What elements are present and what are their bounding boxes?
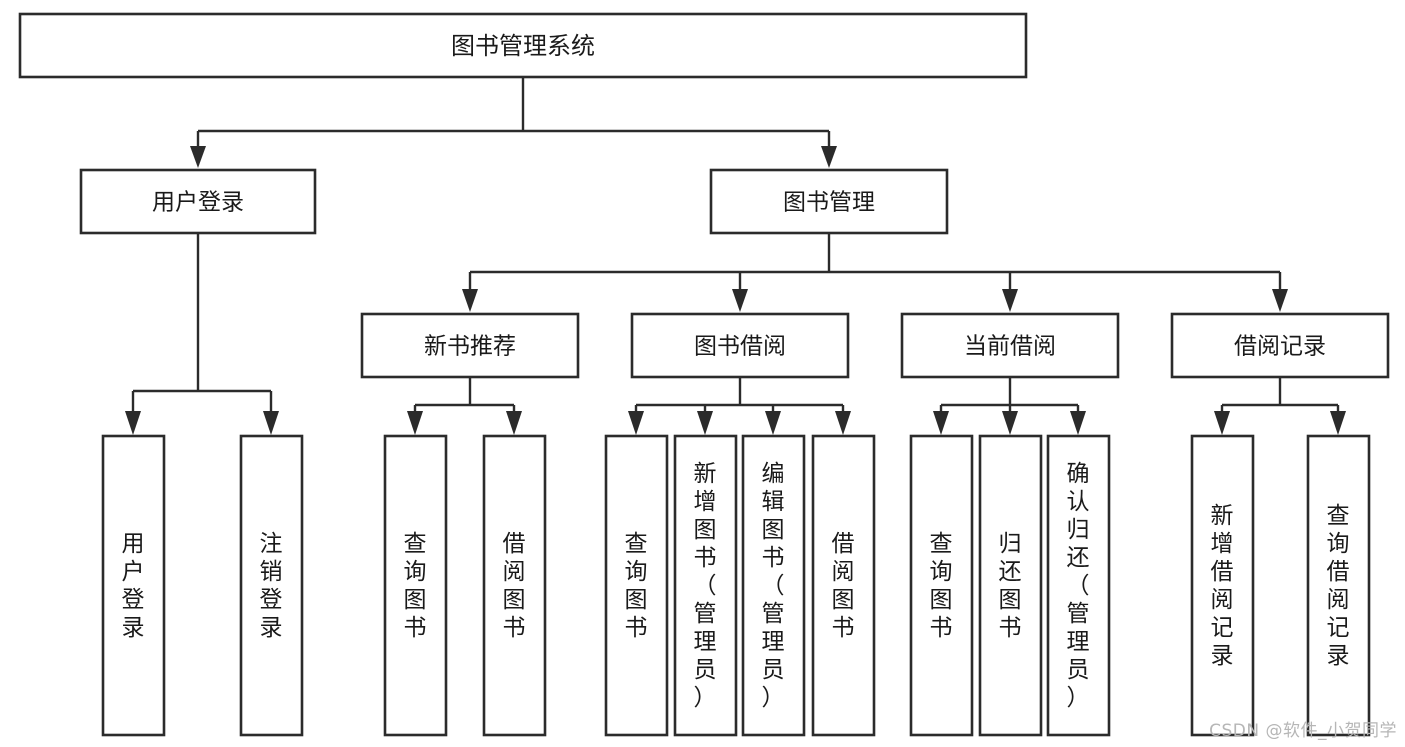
leaf-label: 查询借阅记录 <box>1327 503 1350 669</box>
arrow-head-level3-3 <box>1002 289 1018 312</box>
leaf-current-borrow-2[interactable]: 归还图书 <box>978 434 1043 737</box>
node-book-borrow-label: 图书借阅 <box>694 334 786 360</box>
csdn-watermark: CSDN @软件_小贺同学 <box>1209 721 1397 741</box>
node-root[interactable]: 图书管理系统 <box>18 12 1028 79</box>
leaf-book-borrow-4[interactable]: 借阅图书 <box>811 434 876 737</box>
node-user-login-box[interactable] <box>79 168 317 235</box>
leaf-label: 归还图书 <box>999 531 1022 641</box>
leaf-box[interactable] <box>811 434 876 737</box>
node-current-borrow[interactable]: 当前借阅 <box>900 312 1120 379</box>
leaf-borrow-record-1[interactable]: 新增借阅记录 <box>1190 434 1255 737</box>
leaf-box[interactable] <box>482 434 547 737</box>
leaf-new-book-recommend-2[interactable]: 借阅图书 <box>482 434 547 737</box>
leaf-box[interactable] <box>1046 434 1111 737</box>
leaf-book-borrow-3[interactable]: 编辑图书（管理员） <box>741 434 806 737</box>
node-book-management-label: 图书管理 <box>783 190 875 216</box>
leaf-box[interactable] <box>673 434 738 737</box>
node-book-management-box[interactable] <box>709 168 949 235</box>
leaf-label: 查询图书 <box>625 531 648 641</box>
leaf-box[interactable] <box>741 434 806 737</box>
connector-layer <box>125 78 1346 435</box>
leaf-box[interactable] <box>383 434 448 737</box>
node-current-borrow-box[interactable] <box>900 312 1120 379</box>
leaf-label: 查询图书 <box>404 531 427 641</box>
leaf-user-login-2[interactable]: 注销登录 <box>239 434 304 737</box>
arrow-head-level3-1 <box>462 289 478 312</box>
leaf-user-login-1[interactable]: 用户登录 <box>101 434 166 737</box>
arrow-head-level3-4 <box>1272 289 1288 312</box>
arrow-head-borrow-leaf-4 <box>835 411 851 435</box>
arrow-head-rec-leaf-1 <box>407 411 423 435</box>
node-borrow-record-box[interactable] <box>1170 312 1390 379</box>
leaf-box[interactable] <box>101 434 166 737</box>
node-borrow-record[interactable]: 借阅记录 <box>1170 312 1390 379</box>
node-root-label: 图书管理系统 <box>451 32 595 60</box>
arrow-head-bookmgmt <box>821 146 837 168</box>
leaf-label: 新增借阅记录 <box>1211 503 1234 669</box>
leaf-label: 确认归还（管理员） <box>1067 461 1090 711</box>
arrow-head-rec-leaf-2 <box>506 411 522 435</box>
leaf-borrow-record-2[interactable]: 查询借阅记录 <box>1306 434 1371 737</box>
arrow-head-login-leaf-1 <box>125 411 141 435</box>
arrow-head-borrow-leaf-3 <box>765 411 781 435</box>
leaf-box[interactable] <box>1190 434 1255 737</box>
leaf-book-borrow-2[interactable]: 新增图书（管理员） <box>673 434 738 737</box>
leaf-box[interactable] <box>604 434 669 737</box>
node-root-box[interactable] <box>18 12 1028 79</box>
node-book-management[interactable]: 图书管理 <box>709 168 949 235</box>
leaf-label: 编辑图书（管理员） <box>762 461 785 711</box>
leaf-label: 新增图书（管理员） <box>694 461 717 711</box>
leaf-current-borrow-1[interactable]: 查询图书 <box>909 434 974 737</box>
leaf-label: 借阅图书 <box>832 531 855 641</box>
leaf-new-book-recommend-1[interactable]: 查询图书 <box>383 434 448 737</box>
node-new-book-recommend[interactable]: 新书推荐 <box>360 312 580 379</box>
leaf-label: 查询图书 <box>930 531 953 641</box>
node-user-login[interactable]: 用户登录 <box>79 168 317 235</box>
arrow-head-borrow-leaf-2 <box>697 411 713 435</box>
leaf-label: 用户登录 <box>122 531 145 641</box>
node-book-borrow-box[interactable] <box>630 312 850 379</box>
leaf-current-borrow-3[interactable]: 确认归还（管理员） <box>1046 434 1111 737</box>
node-new-book-recommend-box[interactable] <box>360 312 580 379</box>
leaf-label: 注销登录 <box>260 531 283 641</box>
node-current-borrow-label: 当前借阅 <box>964 334 1056 360</box>
arrow-head-record-leaf-2 <box>1330 411 1346 435</box>
arrow-head-login-leaf-2 <box>263 411 279 435</box>
node-borrow-record-label: 借阅记录 <box>1234 334 1326 360</box>
node-user-login-label: 用户登录 <box>152 190 244 216</box>
node-new-book-recommend-label: 新书推荐 <box>424 334 516 360</box>
arrow-head-level3-2 <box>732 289 748 312</box>
arrow-head-current-leaf-2 <box>1002 411 1018 435</box>
arrow-head-current-leaf-3 <box>1070 411 1086 435</box>
leaf-label: 借阅图书 <box>503 531 526 641</box>
leaf-box[interactable] <box>909 434 974 737</box>
arrow-head-login <box>190 146 206 168</box>
leaf-book-borrow-1[interactable]: 查询图书 <box>604 434 669 737</box>
node-book-borrow[interactable]: 图书借阅 <box>630 312 850 379</box>
arrow-head-borrow-leaf-1 <box>628 411 644 435</box>
leaf-box[interactable] <box>978 434 1043 737</box>
leaf-box[interactable] <box>239 434 304 737</box>
arrow-head-record-leaf-1 <box>1214 411 1230 435</box>
leaf-box[interactable] <box>1306 434 1371 737</box>
arrow-head-current-leaf-1 <box>933 411 949 435</box>
